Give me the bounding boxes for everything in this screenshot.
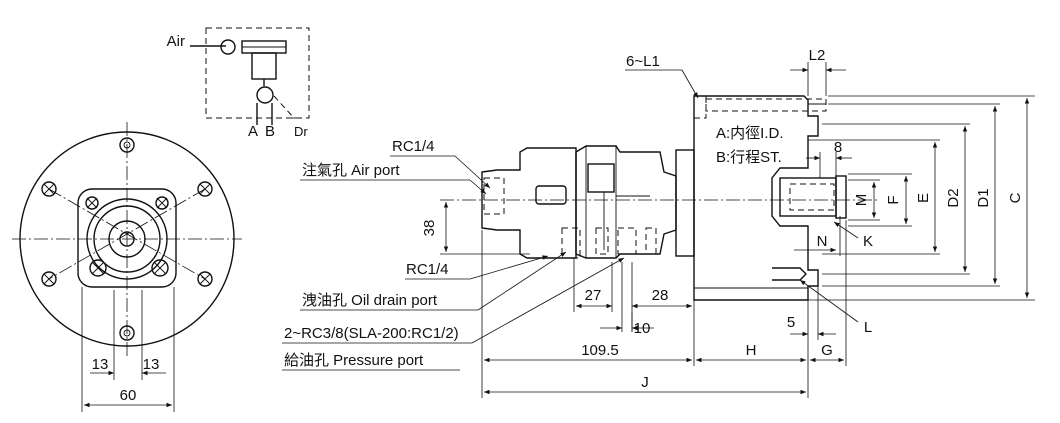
- dim-6-L1: 6~L1: [626, 53, 660, 70]
- dim-10: 10: [634, 320, 651, 337]
- dim-G: G: [821, 342, 833, 359]
- dim-H: H: [746, 342, 757, 359]
- label-rc14-drain: RC1/4: [406, 261, 449, 278]
- dim-K: K: [863, 233, 873, 250]
- label-air-port: 注氣孔 Air port: [302, 162, 400, 179]
- dim-E: E: [915, 193, 932, 203]
- dim-109-5: 109.5: [581, 342, 619, 359]
- dim-38: 38: [421, 220, 438, 237]
- label-pressure-port: 給油孔 Pressure port: [284, 352, 424, 369]
- note-stroke: B:行程ST.: [716, 149, 782, 166]
- dim-F: F: [885, 195, 902, 204]
- dim-27: 27: [585, 287, 602, 304]
- dim-N: N: [817, 233, 828, 250]
- dim-13-left: 13: [92, 356, 109, 373]
- dim-D2: D2: [945, 188, 962, 207]
- adapter-plate: [675, 149, 695, 257]
- dim-J: J: [641, 374, 649, 391]
- front-view: 13 13 60: [12, 122, 242, 412]
- label-rc14-air: RC1/4: [392, 138, 435, 155]
- schematic-a-label: A: [248, 123, 258, 140]
- rotary-joint-housing: [575, 145, 677, 259]
- dim-L2: L2: [809, 47, 826, 64]
- pump-motor-symbol-icon: [256, 86, 274, 104]
- dim-60: 60: [120, 387, 137, 404]
- schematic-b-label: B: [265, 123, 275, 140]
- air-port-bore: [483, 177, 505, 215]
- schematic-dr-label: Dr: [294, 124, 308, 139]
- cylinder-body: [251, 52, 277, 80]
- dim-13-right: 13: [143, 356, 160, 373]
- drain-plug: [772, 267, 807, 281]
- dim-M: M: [853, 194, 870, 207]
- cylinder-body: [693, 95, 819, 301]
- hydraulic-schematic: Air A B Dr: [167, 27, 310, 140]
- mount-bolt-bore: [705, 98, 827, 112]
- dim-L: L: [864, 319, 872, 336]
- schematic-air-label: Air: [167, 33, 185, 50]
- label-rc38: 2~RC3/8(SLA-200:RC1/2): [284, 325, 459, 342]
- label-oil-drain-port: 洩油孔 Oil drain port: [302, 292, 438, 309]
- dim-28: 28: [652, 287, 669, 304]
- dim-8: 8: [834, 139, 842, 156]
- note-inner-diameter: A:内徑I.D.: [716, 125, 784, 142]
- dim-C: C: [1007, 192, 1024, 203]
- side-view: [282, 62, 1035, 398]
- dim-5: 5: [787, 314, 795, 331]
- dim-D1: D1: [975, 188, 992, 207]
- air-rotary-symbol-icon: [220, 39, 236, 55]
